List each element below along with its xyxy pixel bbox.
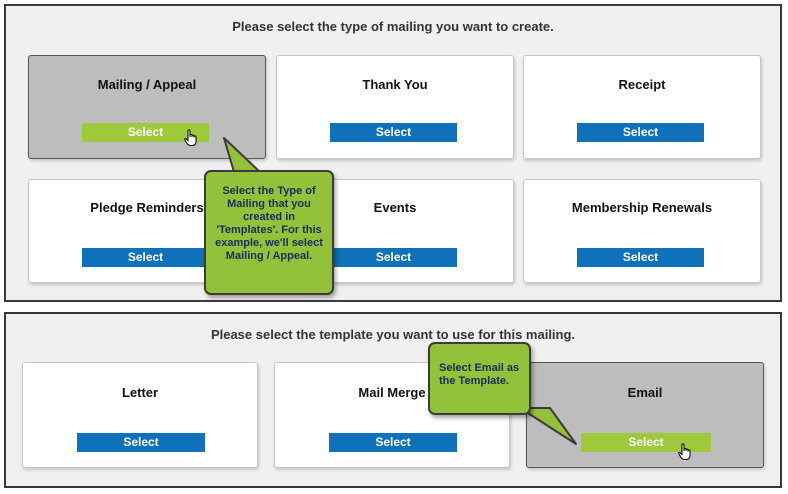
select-button-mailing-appeal[interactable]: Select [82,123,209,142]
card-title: Thank You [362,77,428,92]
callout-line: Mailing that you [227,198,311,210]
mailing-type-prompt: Please select the type of mailing you wa… [232,19,554,34]
select-button-letter[interactable]: Select [77,433,205,452]
select-button-pledge-reminders[interactable]: Select [82,248,209,267]
card-title: Mail Merge [358,385,426,400]
select-button-events[interactable]: Select [330,248,457,267]
select-button-email[interactable]: Select [581,433,711,452]
card-title: Mailing / Appeal [97,77,197,92]
card-receipt[interactable]: Receipt Select [523,55,761,159]
callout-line: Select Email as [439,362,520,374]
callout-line: the Template. [439,375,510,387]
select-button-thank-you[interactable]: Select [330,123,457,142]
hand-pointer-cursor-icon [184,129,197,146]
template-callout: Select Email as the Template. [428,342,531,415]
card-mailing-appeal[interactable]: Mailing / Appeal Select [28,55,266,159]
card-title: Events [373,200,417,215]
select-button-membership-renewals[interactable]: Select [577,248,704,267]
card-title: Receipt [618,77,666,92]
callout-line: Select the Type of [222,185,316,197]
card-title: Membership Renewals [571,200,713,215]
hand-pointer-cursor-icon [678,443,691,460]
card-title: Letter [121,385,159,400]
callout-pointer [519,407,577,445]
card-title: Email [627,385,663,400]
template-panel: Please select the template you want to u… [4,312,782,488]
select-button-mail-merge[interactable]: Select [329,433,457,452]
mailing-type-callout: Select the Type of Mailing that you crea… [204,170,334,295]
callout-line: Mailing / Appeal. [225,250,313,262]
callout-line: 'Templates'. For this [216,224,322,236]
card-email[interactable]: Email Select [526,362,764,468]
card-thank-you[interactable]: Thank You Select [276,55,514,159]
card-letter[interactable]: Letter Select [22,362,258,468]
select-button-receipt[interactable]: Select [577,123,704,142]
callout-line: created in [243,211,295,223]
callout-line: example, we'll select [215,237,323,249]
template-prompt: Please select the template you want to u… [210,327,576,342]
mailing-type-panel: Please select the type of mailing you wa… [4,4,782,302]
card-membership-renewals[interactable]: Membership Renewals Select [523,179,761,283]
card-title: Pledge Reminders [90,200,204,215]
